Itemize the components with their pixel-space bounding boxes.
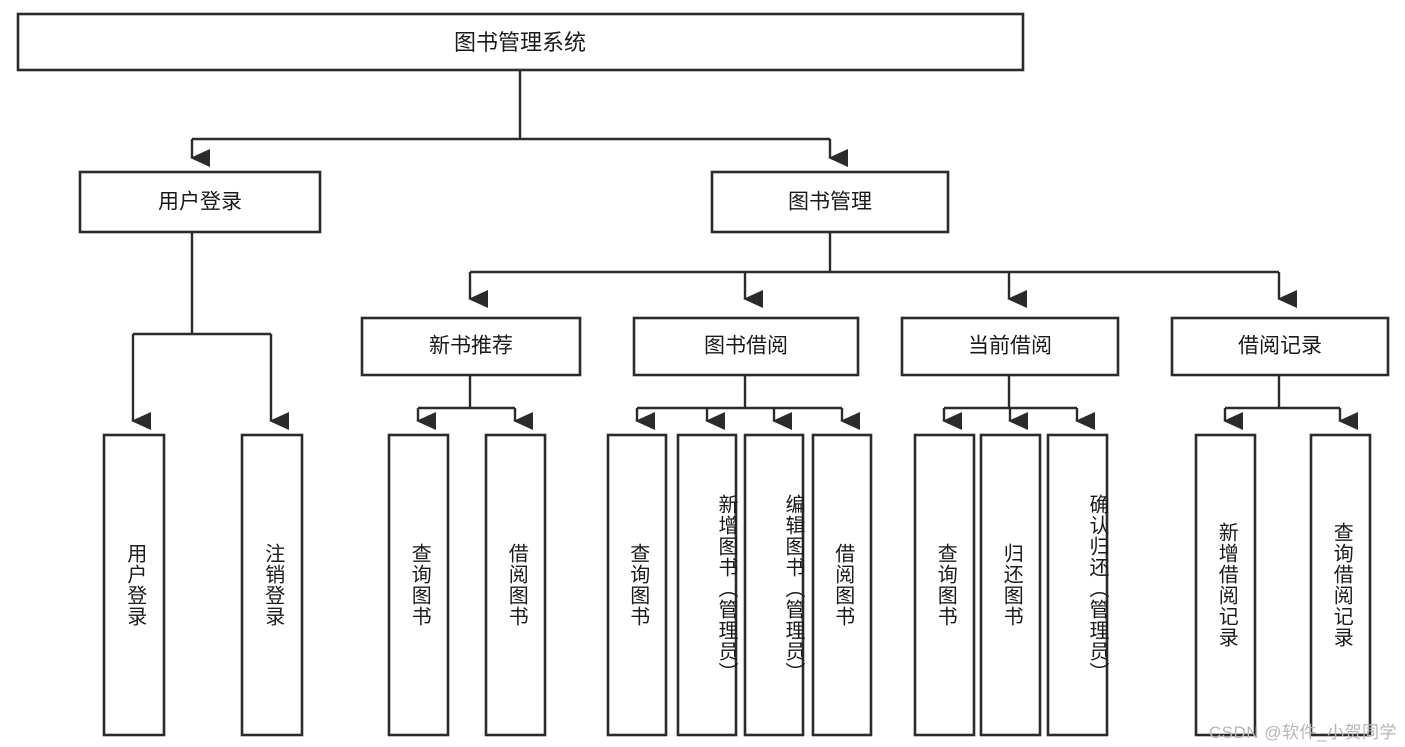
- node-user-login[interactable]: [78, 170, 322, 234]
- node-book-borrow-label: 图书借阅: [704, 335, 788, 358]
- leaf-current-borrow-1[interactable]: [913, 433, 976, 737]
- node-current-borrow[interactable]: [900, 316, 1120, 377]
- node-root-label: 图书管理系统: [454, 30, 586, 55]
- node-borrow-record[interactable]: [1170, 316, 1390, 377]
- watermark: CSDN @软件_小贺同学: [1208, 723, 1397, 742]
- node-book-management[interactable]: [710, 170, 950, 234]
- node-new-book-recommend-label: 新书推荐: [429, 335, 513, 358]
- leaf-new-book-1[interactable]: [387, 433, 450, 737]
- leaf-borrow-record-2[interactable]: [1309, 433, 1372, 737]
- node-root[interactable]: [16, 12, 1025, 72]
- node-book-management-label: 图书管理: [788, 191, 872, 214]
- node-borrow-record-label: 借阅记录: [1238, 335, 1322, 358]
- leaf-book-borrow-1[interactable]: [606, 433, 668, 737]
- leaf-current-borrow-2[interactable]: [979, 433, 1042, 737]
- node-new-book-recommend[interactable]: [360, 316, 582, 377]
- leaf-book-borrow-2[interactable]: [676, 433, 738, 737]
- leaf-borrow-record-1[interactable]: [1194, 433, 1257, 737]
- leaf-user-login-2[interactable]: [240, 433, 304, 737]
- leaf-book-borrow-3[interactable]: [743, 433, 805, 737]
- node-book-borrow[interactable]: [632, 316, 860, 377]
- node-current-borrow-label: 当前借阅: [968, 335, 1052, 358]
- leaf-current-borrow-3[interactable]: [1046, 433, 1109, 737]
- leaf-new-book-2[interactable]: [484, 433, 547, 737]
- leaf-book-borrow-4[interactable]: [811, 433, 873, 737]
- leaf-user-login-1[interactable]: [102, 433, 166, 737]
- node-user-login-label: 用户登录: [158, 191, 242, 214]
